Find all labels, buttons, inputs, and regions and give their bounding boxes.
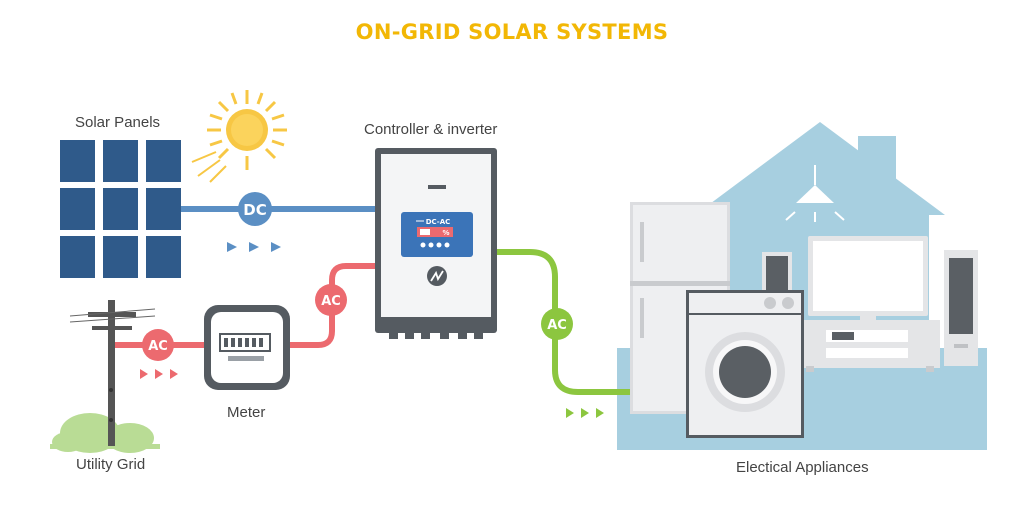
ac-grid-badge-label: AC <box>148 339 168 354</box>
speaker-left-icon <box>762 252 792 294</box>
stereo-cabinet-icon <box>800 320 940 372</box>
controller-label: Controller & inverter <box>364 121 498 138</box>
speaker-right-icon <box>944 250 978 366</box>
lamp-icon <box>785 165 845 222</box>
inverter-unit-label: % <box>442 229 449 237</box>
ac-grid-flow-arrows <box>140 369 178 379</box>
solar-panels-label: Solar Panels <box>75 114 161 131</box>
ac-output-flow-arrows <box>566 408 604 418</box>
dc-flow-arrows <box>227 242 281 252</box>
solar-panels <box>60 140 181 278</box>
washing-machine-icon <box>686 290 804 438</box>
dc-badge: DC <box>238 192 272 226</box>
tv-icon <box>808 236 928 322</box>
meter-icon <box>204 305 290 390</box>
ac-meter-badge: AC <box>315 284 347 316</box>
meter-label: Meter <box>227 404 266 421</box>
ac-meter-badge-label: AC <box>321 294 341 309</box>
sun-icon <box>191 90 287 183</box>
ac-output-badge-label: AC <box>547 318 567 333</box>
dc-badge-label: DC <box>243 201 266 219</box>
appliances-label: Electical Appliances <box>736 459 869 476</box>
ac-output-badge: AC <box>541 308 573 340</box>
inverter-mode-label: DC-AC <box>426 218 451 226</box>
utility-grid-label: Utility Grid <box>76 456 146 473</box>
ac-grid-badge: AC <box>142 329 174 361</box>
utility-pole <box>50 300 160 453</box>
diagram-title: ON-GRID SOLAR SYSTEMS <box>355 20 669 44</box>
inverter: DC-AC % <box>375 148 497 339</box>
